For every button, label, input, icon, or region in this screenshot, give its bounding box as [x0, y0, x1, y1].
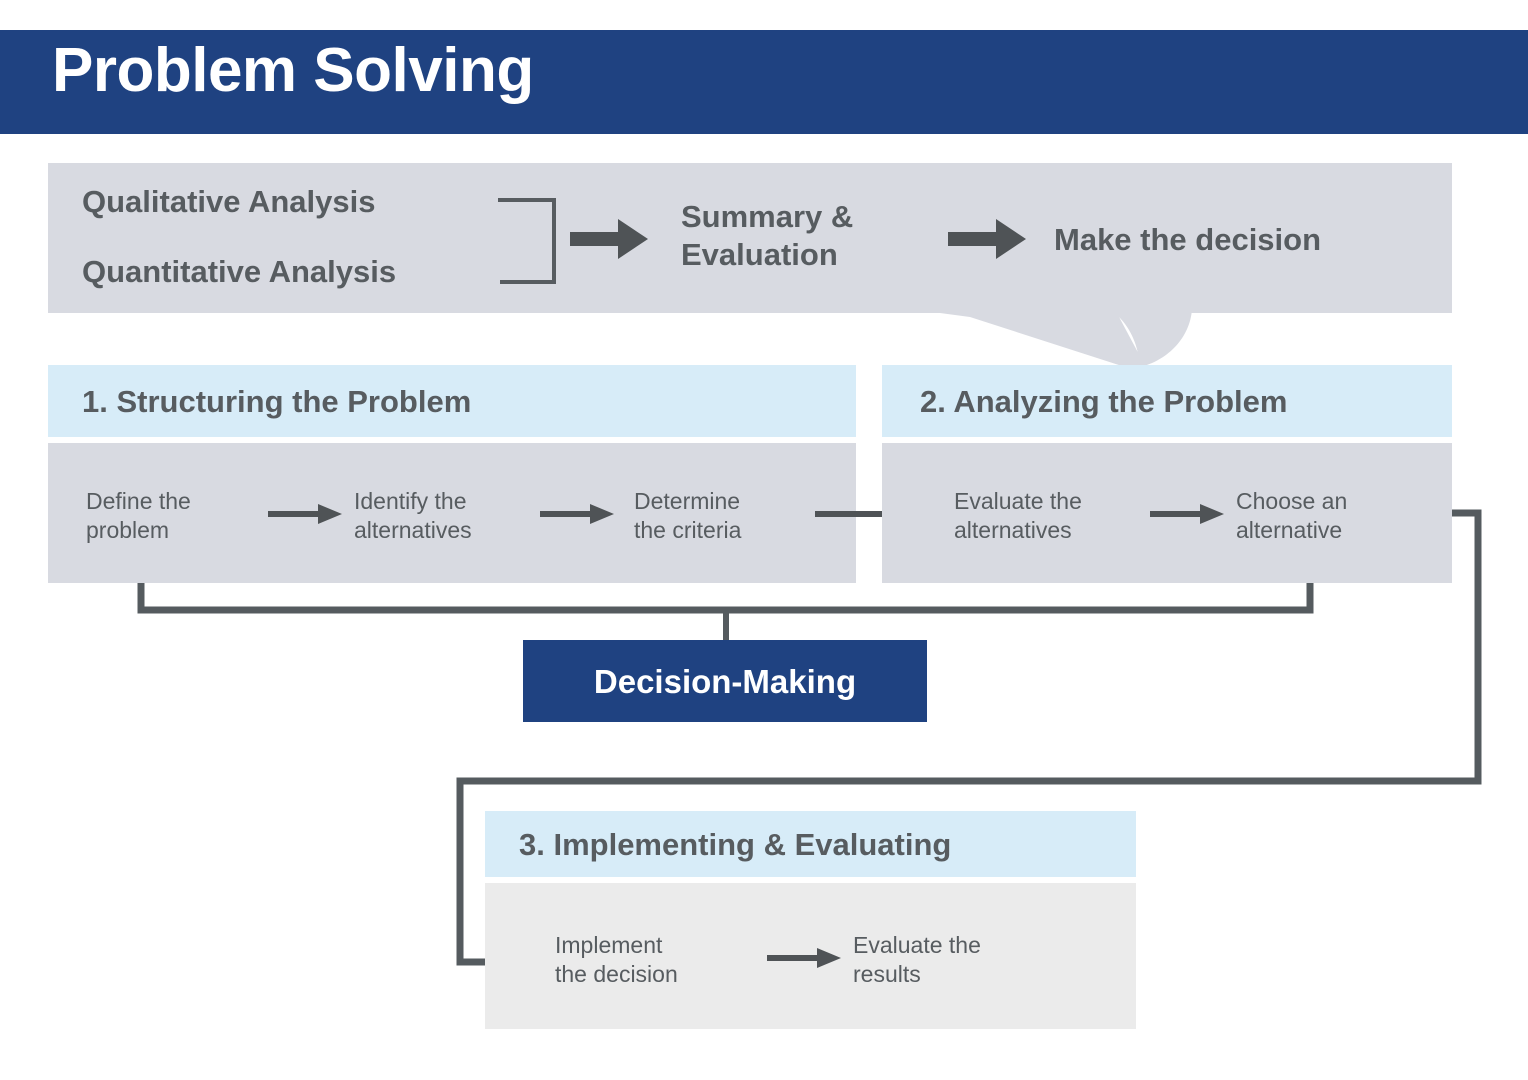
merge-brace-icon — [498, 198, 556, 284]
step-identify-the-alternatives: Identify the alternatives — [354, 488, 472, 543]
arrow-step2-to-step3-icon — [540, 504, 614, 524]
stage1-header: 1. Structuring the Problem — [48, 365, 856, 437]
step-define-the-problem: Define the problem — [86, 488, 191, 543]
arrow-step4-to-step5-icon — [1150, 504, 1224, 524]
step-evaluate-the-results: Evaluate the results — [853, 932, 981, 987]
step-choose-an-alternative: Choose an alternative — [1236, 488, 1348, 543]
arrow-stage1-to-stage2-icon — [815, 504, 935, 524]
analysis-callout-panel — [48, 163, 1452, 313]
stage1-body: Define the problem Identify the alternat… — [48, 443, 856, 583]
quantitative-analysis-label: Quantitative Analysis — [82, 254, 397, 289]
title-banner — [0, 30, 1528, 134]
step-implement-the-decision: Implement the decision — [555, 932, 678, 987]
stage2-body: Evaluate the alternatives Choose an alte… — [882, 443, 1452, 583]
arrow-to-summary-icon — [570, 219, 648, 259]
decision-making-box: Decision-Making — [523, 640, 927, 722]
stage1-header-label: 1. Structuring the Problem — [82, 383, 472, 419]
stage-implementing-and-evaluating: 3. Implementing & Evaluating Implement t… — [485, 811, 1136, 1029]
step-evaluate-the-alternatives: Evaluate the alternatives — [954, 488, 1082, 543]
stage-analyzing-the-problem: 2. Analyzing the Problem Evaluate the al… — [882, 365, 1452, 583]
qualitative-analysis-label: Qualitative Analysis — [82, 184, 376, 219]
stage2-header: 2. Analyzing the Problem — [882, 365, 1452, 437]
decision-making-label: Decision-Making — [593, 662, 857, 700]
make-the-decision-label: Make the decision — [1054, 222, 1322, 257]
summary-evaluation-label: Summary & Evaluation — [681, 199, 854, 272]
stage3-header-label: 3. Implementing & Evaluating — [519, 826, 952, 862]
stage3-body: Implement the decision Evaluate the resu… — [485, 883, 1136, 1029]
stage2-header-label: 2. Analyzing the Problem — [920, 383, 1288, 419]
stage-structuring-the-problem: 1. Structuring the Problem Define the pr… — [48, 365, 856, 583]
arrow-step1-to-step2-icon — [268, 504, 342, 524]
arrow-step6-to-step7-icon — [767, 948, 841, 968]
stage3-header: 3. Implementing & Evaluating — [485, 811, 1136, 877]
step-determine-the-criteria: Determine the criteria — [634, 488, 742, 543]
page-title: Problem Solving — [52, 36, 534, 105]
arrow-to-decision-icon — [948, 219, 1026, 259]
